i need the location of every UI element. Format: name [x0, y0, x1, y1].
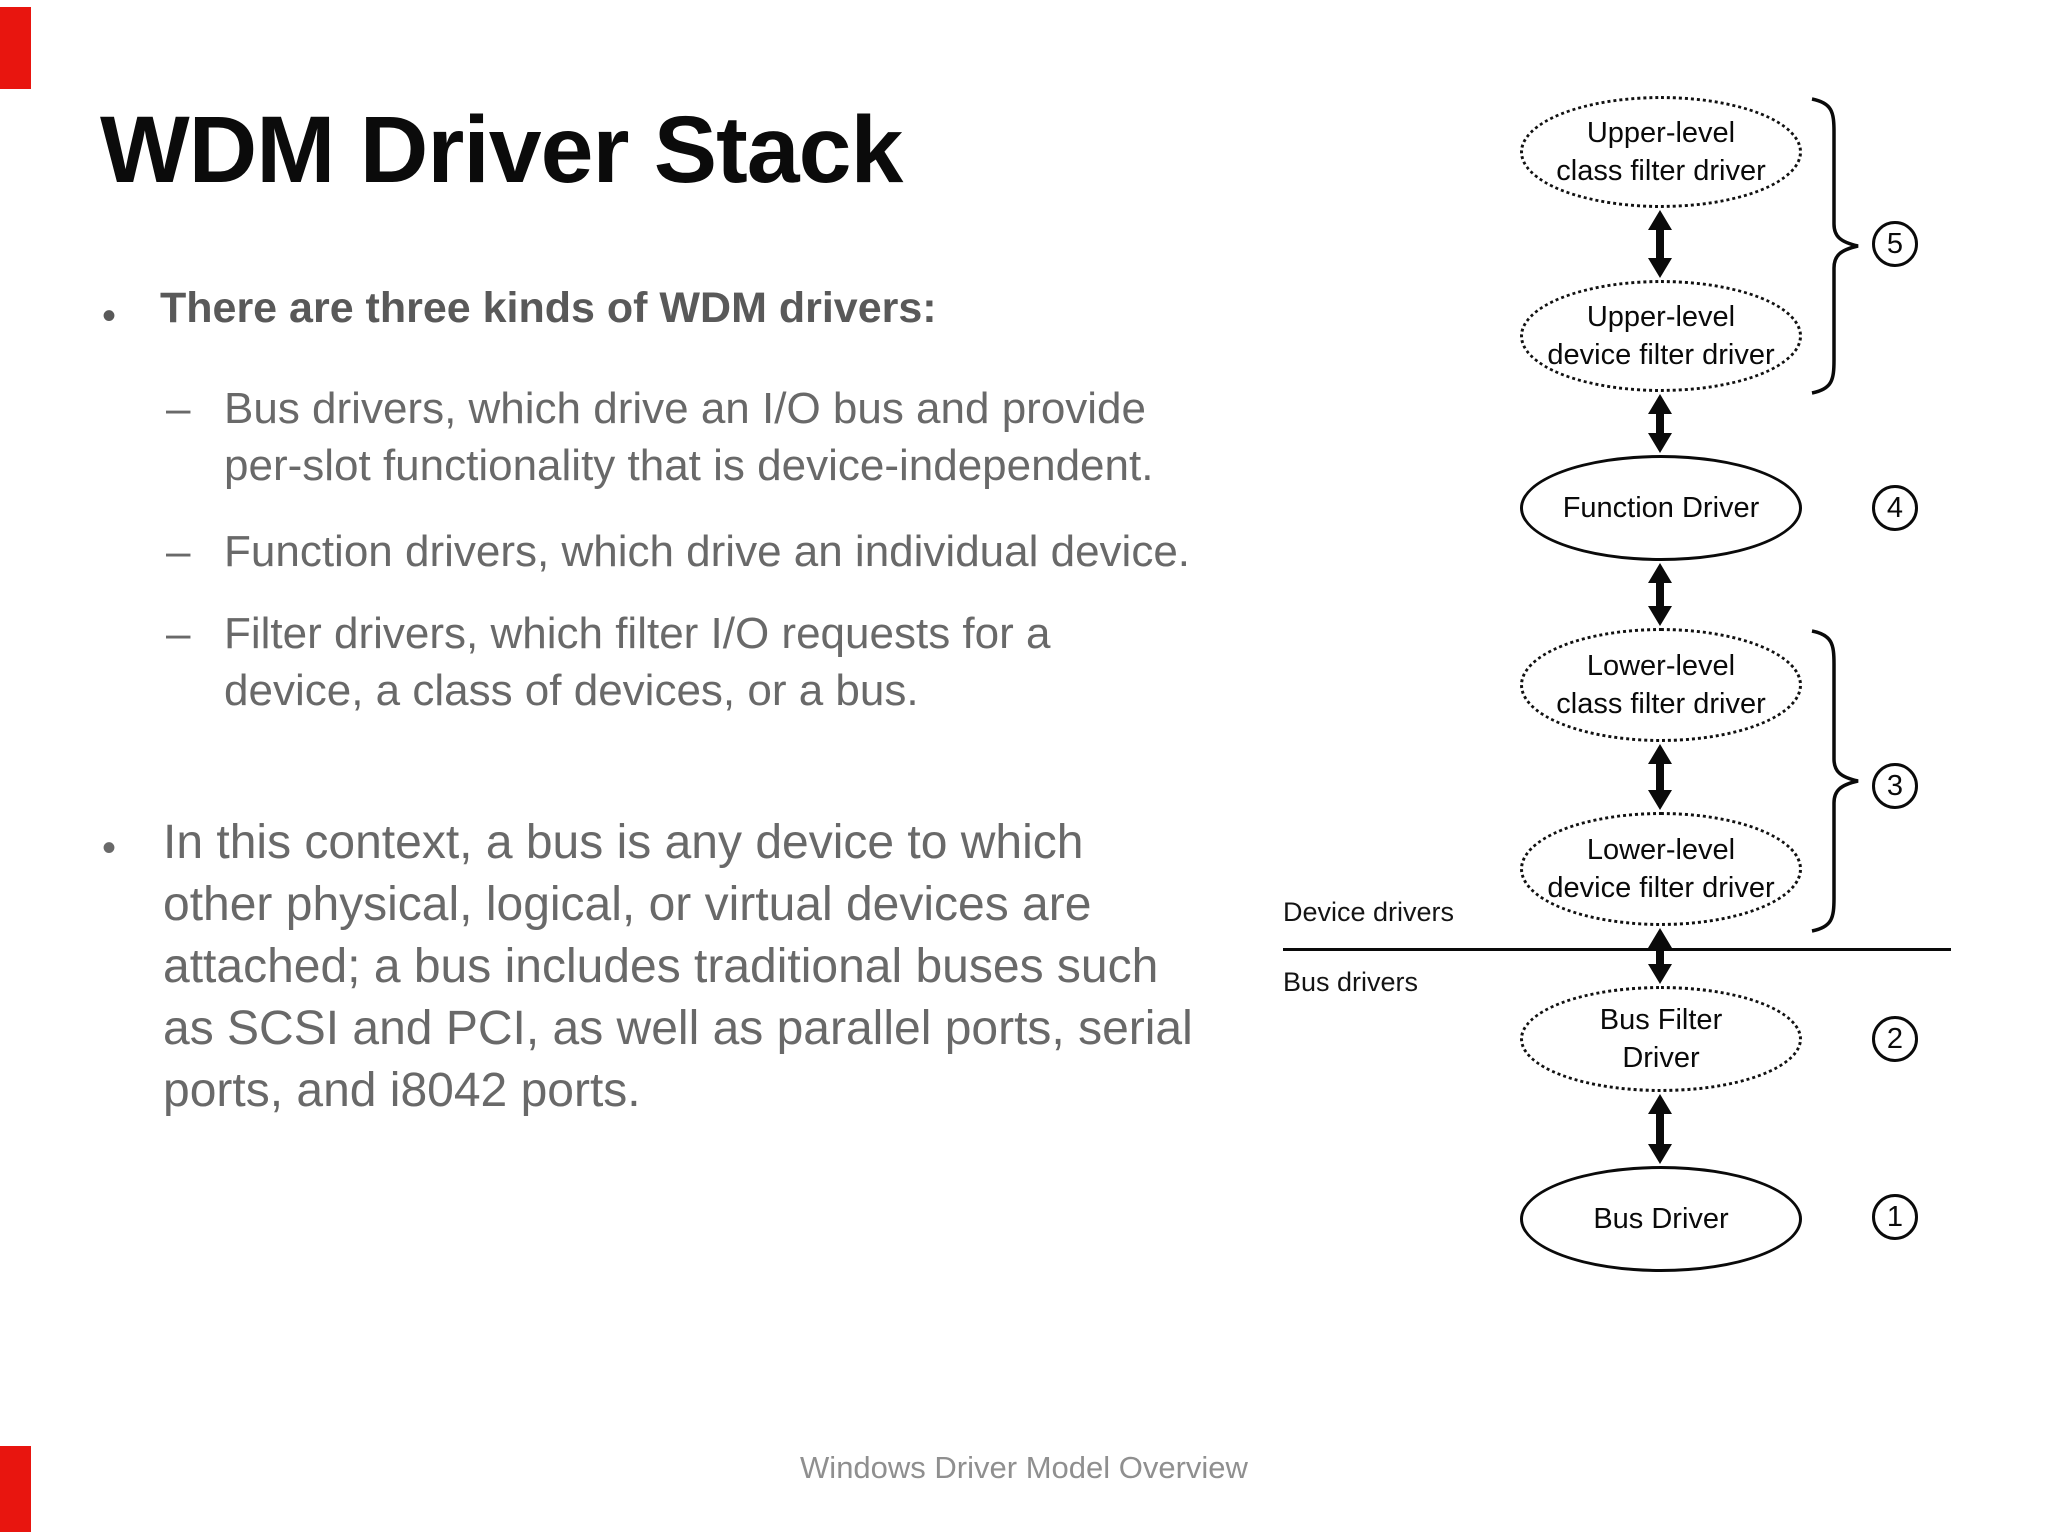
badge-4: 4: [1872, 485, 1918, 531]
bullet-icon: •: [102, 826, 117, 870]
slide-footer: Windows Driver Model Overview: [800, 1450, 1248, 1485]
label-device-drivers: Device drivers: [1283, 897, 1455, 927]
double-arrow-icon: [1648, 744, 1672, 810]
node-bus-filter-driver: Bus Filter Driver: [1520, 986, 1802, 1092]
device-bus-divider: [1283, 948, 1951, 951]
double-arrow-icon: [1648, 928, 1672, 984]
node-upper-class-filter-driver: Upper-level class filter driver: [1520, 96, 1802, 208]
bullet1-heading: There are three kinds of WDM drivers:: [160, 284, 937, 332]
badge-3: 3: [1872, 763, 1918, 809]
red-marker-bottom-left: [0, 1446, 31, 1532]
dash-icon: –: [166, 527, 191, 576]
brace-lower-filters: [1811, 629, 1859, 933]
brace-upper-filters: [1811, 97, 1859, 395]
node-bus-driver: Bus Driver: [1520, 1166, 1802, 1272]
node-lower-device-filter-driver: Lower-level device filter driver: [1520, 812, 1802, 926]
sub-bullet-text: Filter drivers, which filter I/O request…: [224, 609, 1051, 715]
sub-bullet-text: Function drivers, which drive an individ…: [224, 527, 1191, 576]
badge-5: 5: [1872, 221, 1918, 267]
dash-icon: –: [166, 384, 191, 433]
badge-2: 2: [1872, 1016, 1918, 1062]
node-upper-device-filter-driver: Upper-level device filter driver: [1520, 280, 1802, 392]
double-arrow-icon: [1648, 563, 1672, 626]
dash-icon: –: [166, 609, 191, 658]
bullet2-paragraph: In this context, a bus is any device to …: [163, 816, 1193, 1117]
double-arrow-icon: [1648, 394, 1672, 453]
double-arrow-icon: [1648, 210, 1672, 278]
bullet-icon: •: [102, 294, 117, 338]
red-marker-top-left: [0, 7, 31, 89]
node-lower-class-filter-driver: Lower-level class filter driver: [1520, 628, 1802, 742]
sub-bullet-text: Bus drivers, which drive an I/O bus and …: [224, 384, 1154, 490]
label-bus-drivers: Bus drivers: [1283, 967, 1419, 997]
node-function-driver: Function Driver: [1520, 455, 1802, 561]
double-arrow-icon: [1648, 1094, 1672, 1164]
badge-1: 1: [1872, 1194, 1918, 1240]
page-title: WDM Driver Stack: [100, 97, 903, 203]
